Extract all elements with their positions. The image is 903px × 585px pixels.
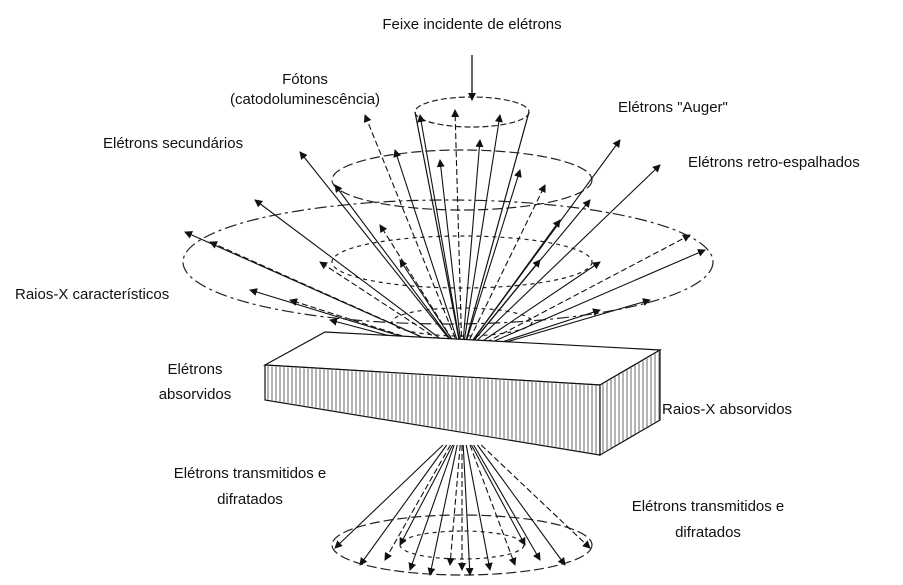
- transmitted-ray-arrow: [463, 445, 470, 575]
- transmitted-ray-arrow: [450, 445, 460, 565]
- transmitted-ray-arrow: [466, 445, 490, 570]
- transmitted-ray-arrow: [430, 445, 457, 575]
- ray-arrow: [300, 152, 462, 355]
- label-secondary: Elétrons secundários: [103, 134, 243, 153]
- label-photons-line2: (catodoluminescência): [205, 90, 405, 109]
- label-transmitted-left-line2: difratados: [140, 490, 360, 509]
- label-transmitted-left-line1: Elétrons transmitidos e: [140, 464, 360, 483]
- label-incident-beam: Feixe incidente de elétrons: [372, 15, 572, 34]
- inner-mid-ellipse: [332, 236, 592, 288]
- transmitted-ray-arrow: [471, 445, 525, 545]
- transmitted-ray-arrow: [385, 445, 450, 560]
- label-transmitted-right-line1: Elétrons transmitidos e: [598, 497, 818, 516]
- transmitted-ray-arrow: [410, 445, 454, 570]
- transmitted-ray-arrow: [400, 445, 453, 545]
- label-characteristic-xray: Raios-X característicos: [15, 285, 169, 304]
- label-backscattered: Elétrons retro-espalhados: [688, 153, 860, 172]
- label-transmitted-right-line2: difratados: [598, 523, 818, 542]
- ray-arrow: [462, 235, 690, 355]
- label-absorbed-electrons-line1: Elétrons: [140, 360, 250, 379]
- ray-arrow: [462, 115, 500, 355]
- label-absorbed-electrons-line2: absorvidos: [140, 385, 250, 404]
- ray-arrow: [335, 185, 462, 355]
- label-photons-line1: Fótons: [230, 70, 380, 89]
- ray-arrow: [420, 115, 462, 355]
- specimen-slab: [265, 332, 660, 455]
- ray-arrow: [462, 250, 705, 355]
- label-auger: Elétrons "Auger": [618, 98, 728, 117]
- beam-cone-ellipse: [415, 97, 529, 127]
- backscatter-cone-ellipse: [332, 150, 592, 210]
- label-absorbed-xray: Raios-X absorvidos: [662, 400, 792, 419]
- transmitted-ray-arrow: [481, 445, 590, 548]
- transmitted-ray-arrow: [477, 445, 565, 565]
- transmitted-ray-arrow: [360, 445, 447, 565]
